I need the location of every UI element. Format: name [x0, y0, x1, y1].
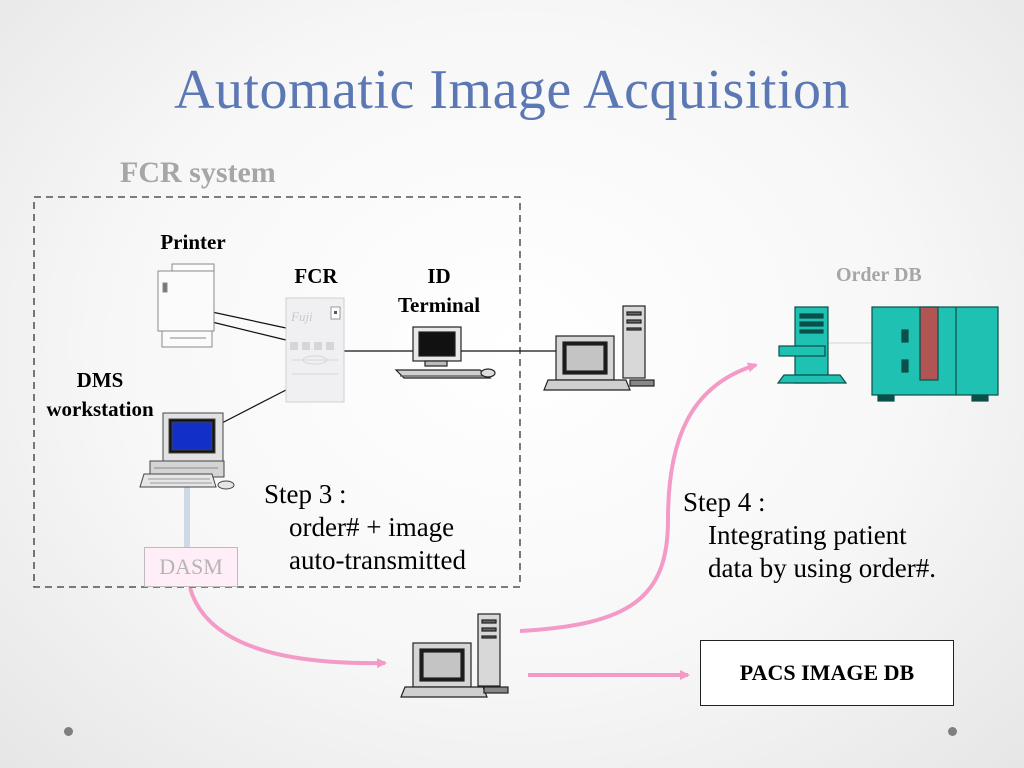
dasm-box: DASM: [144, 547, 238, 587]
step4-line-1: Integrating patient: [708, 520, 907, 550]
central-pc-icon: [400, 613, 509, 698]
network-pc-icon: [543, 305, 655, 391]
dms-label-line2: workstation: [46, 397, 154, 421]
slide-title: Automatic Image Acquisition: [173, 59, 851, 121]
fcr-label: FCR: [294, 264, 338, 288]
fuji-logo-text: Fuji: [291, 309, 313, 324]
dms-workstation-icon: [139, 412, 235, 490]
order-db-server-icon: [776, 306, 848, 384]
step3-line-1: order# + image: [289, 512, 455, 542]
bullet-dot-icon: [948, 727, 957, 736]
dms-label-line1: DMS: [76, 368, 124, 392]
pacs-image-db-label: PACS IMAGE DB: [739, 660, 915, 685]
id-terminal-label-line1: ID: [427, 264, 451, 288]
step4-text-block: Step 4 : Integrating patient data by usi…: [683, 486, 936, 585]
step4-title: Step 4 :: [683, 487, 766, 517]
step3-title: Step 3 :: [264, 479, 347, 509]
id-terminal-label: ID Terminal: [384, 262, 494, 320]
fcr-system-boundary: [33, 196, 521, 588]
fcr-system-label: FCR system: [120, 156, 276, 189]
order-db-label: Order DB: [836, 264, 922, 286]
step3-line-2: auto-transmitted: [289, 545, 466, 575]
step4-line-2: data by using order#.: [708, 553, 936, 583]
id-terminal-label-line2: Terminal: [397, 293, 481, 317]
id-terminal-icon: [394, 326, 496, 379]
step3-text-block: Step 3 : order# + image auto-transmitted: [264, 478, 466, 577]
dasm-label: DASM: [159, 554, 223, 579]
pacs-image-db-box: PACS IMAGE DB: [700, 640, 954, 706]
flow-arrow-pc-to-order-db: [519, 362, 758, 633]
bullet-dot-icon: [64, 727, 73, 736]
connection-lines: [211, 311, 556, 426]
order-db-cabinet-icon: [871, 306, 999, 402]
printer-icon: [157, 263, 215, 348]
flow-arrow-dasm-to-pc: [188, 587, 387, 669]
fcr-unit-icon: [285, 297, 345, 403]
dms-workstation-label: DMS workstation: [30, 366, 170, 424]
printer-label: Printer: [160, 230, 226, 254]
